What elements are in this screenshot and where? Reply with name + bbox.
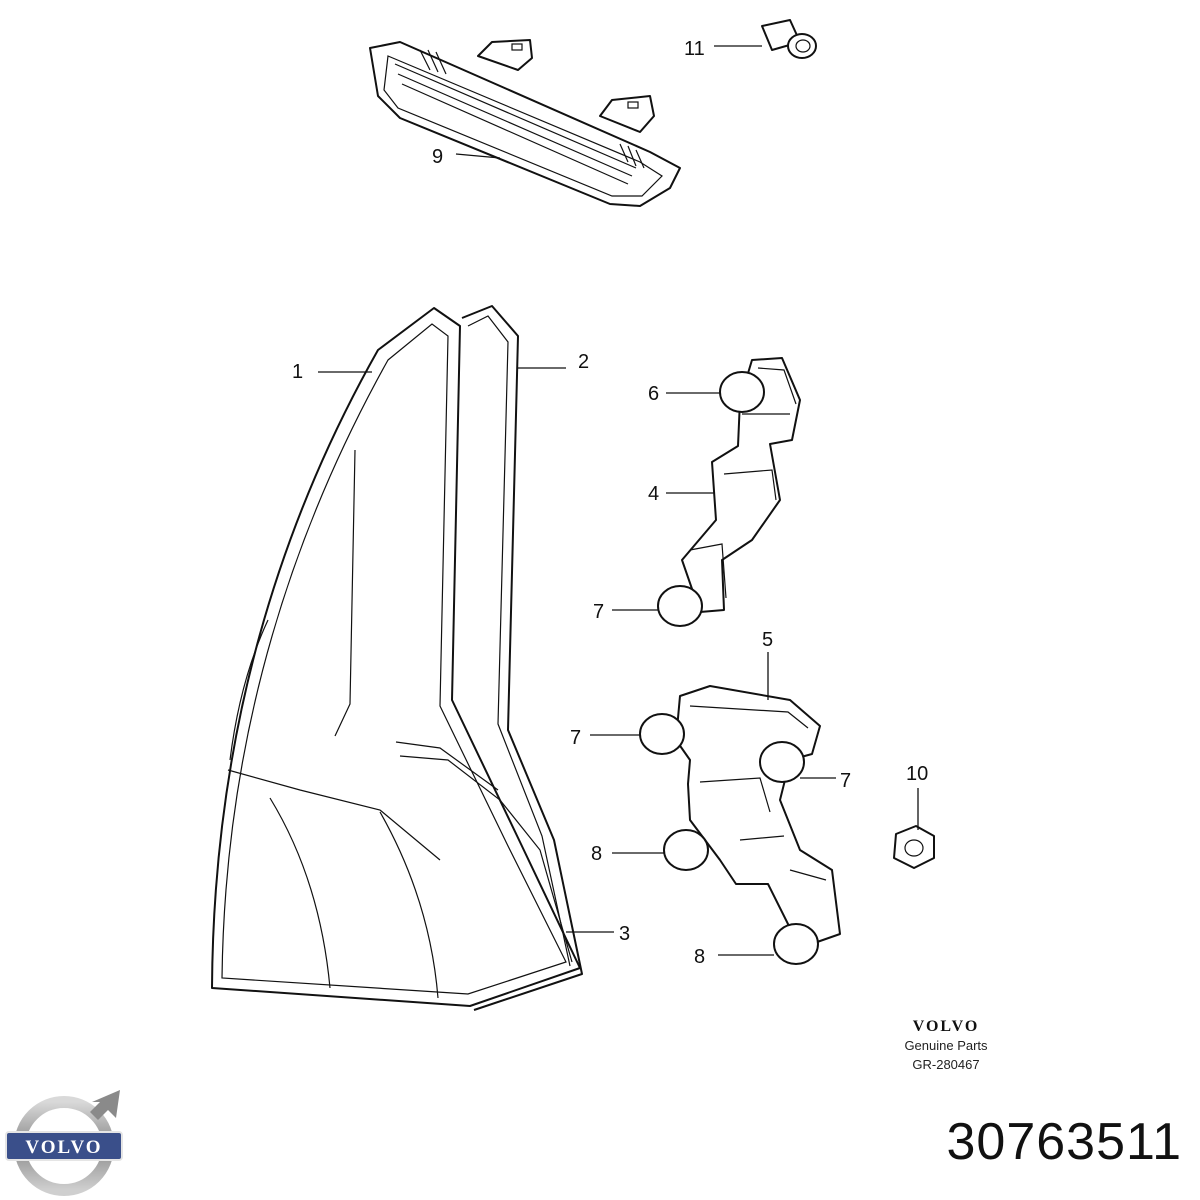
callout-3: 3 [619,923,630,945]
part-1-tail-lamp-lens [211,307,581,1007]
callout-7-left: 7 [570,727,581,749]
part-11-clip [761,19,817,59]
part-10-nut [893,825,935,869]
part-5-bulb-holder [639,685,841,965]
part-3-frame [395,741,573,963]
callout-2: 2 [578,351,589,373]
part-4-bulb-holder [657,357,801,627]
callout-4: 4 [648,483,659,505]
volvo-logo-icon: VOLVO [5,1090,123,1196]
callout-5: 5 [762,629,773,651]
callout-1: 1 [292,361,303,383]
callout-8-upper: 8 [591,843,602,865]
brand-subtitle: Genuine Parts [904,1038,988,1053]
callout-6: 6 [648,383,659,405]
part-number: 30763511 [946,1113,1182,1171]
part-9-brake-light [369,39,681,207]
leader-lines [318,45,919,956]
logo-wordmark: VOLVO [25,1137,102,1158]
callout-7-right: 7 [840,770,851,792]
part-2-gasket [461,305,583,1011]
callout-8-lower: 8 [694,946,705,968]
brand-wordmark: VOLVO [912,1018,980,1035]
callout-9: 9 [432,146,443,168]
callout-7-upper: 7 [593,601,604,623]
callout-11: 11 [684,38,705,60]
diagram-reference: GR-280467 [912,1057,980,1072]
callout-10: 10 [906,763,928,785]
